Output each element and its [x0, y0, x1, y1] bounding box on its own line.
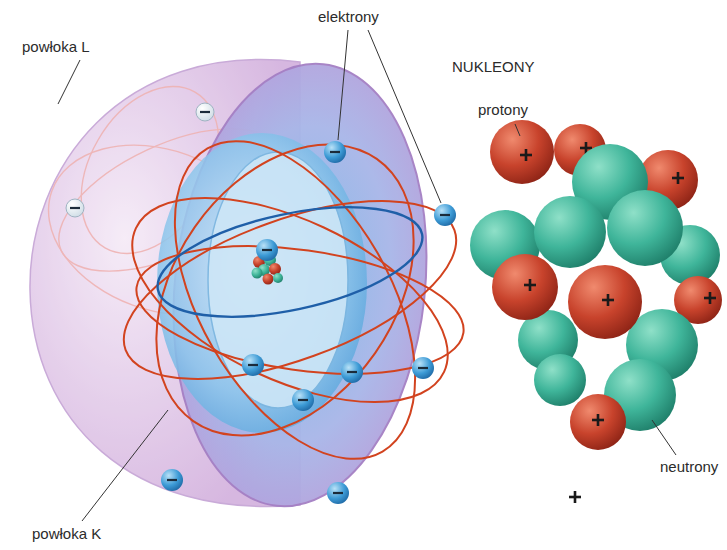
part-label: neutrony — [660, 458, 718, 476]
part-label: NUKLEONY — [452, 58, 535, 76]
part-label: protony — [478, 101, 528, 119]
part-label: powłoka L — [22, 38, 90, 56]
part-label: powłoka K — [32, 525, 101, 543]
part-label: elektrony — [318, 8, 379, 26]
